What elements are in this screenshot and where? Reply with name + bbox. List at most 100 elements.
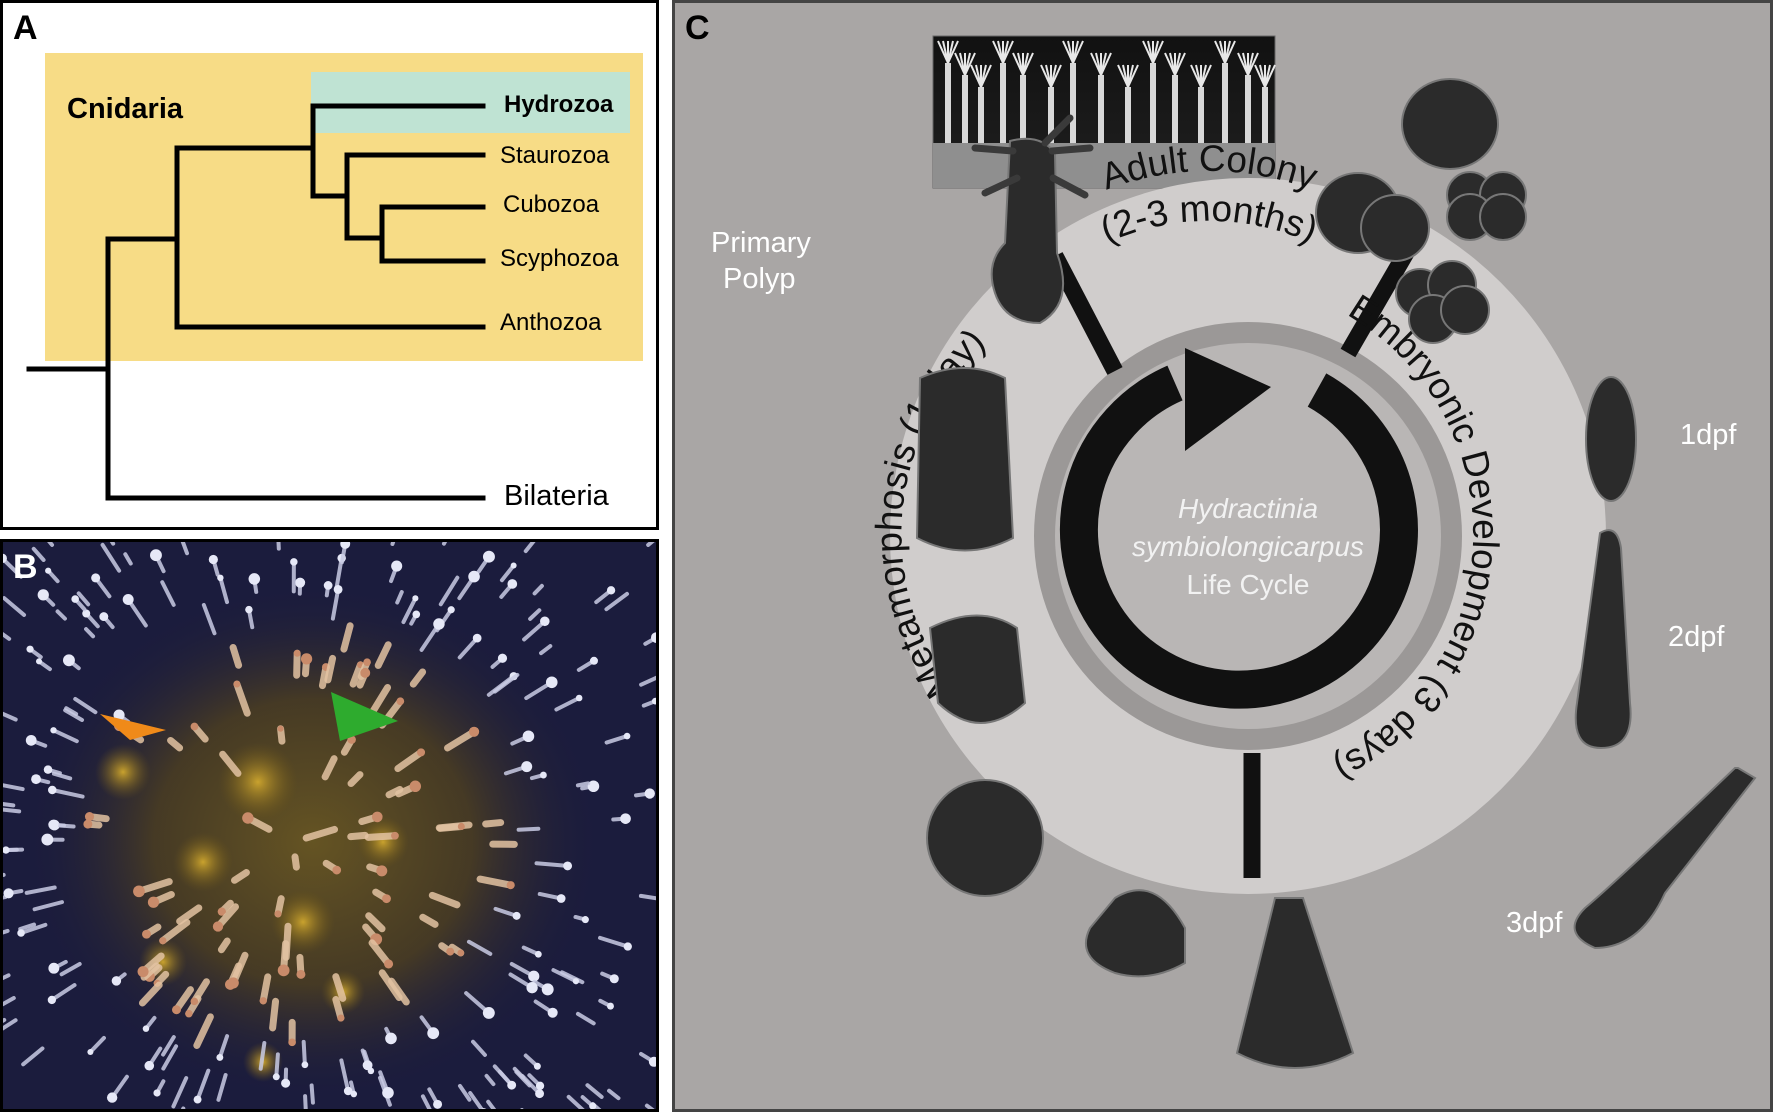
polyp-head xyxy=(447,606,455,614)
polyp-head xyxy=(512,911,521,920)
polyp xyxy=(138,981,163,1007)
polyp xyxy=(19,922,48,936)
polyp-head xyxy=(133,885,145,898)
zygote-specimen xyxy=(1401,78,1499,170)
polyp-head xyxy=(288,1038,296,1047)
panel-b-colony-photo: B xyxy=(0,539,659,1112)
polyp xyxy=(259,973,272,1005)
polyp xyxy=(219,750,242,777)
polyp xyxy=(512,1066,526,1080)
polyp xyxy=(394,748,425,773)
polyp xyxy=(575,781,591,788)
polyp xyxy=(274,1052,280,1079)
polyp-head xyxy=(506,881,515,890)
colony-polyp-tentacle xyxy=(1200,64,1212,88)
polyp-head xyxy=(296,969,306,979)
polyp-head xyxy=(572,978,580,985)
polyp xyxy=(180,542,189,556)
polyp-head xyxy=(122,594,134,605)
polyp-head xyxy=(150,549,162,562)
polyp-head xyxy=(620,813,631,824)
polyp-head xyxy=(433,618,445,630)
elongating-larva xyxy=(1235,897,1355,1069)
polyp xyxy=(64,706,79,716)
primary-polyp-tentacles xyxy=(971,114,1094,199)
polyp-head xyxy=(212,921,224,932)
colony-polyp-tentacle xyxy=(1002,40,1014,64)
polyp-head xyxy=(396,697,405,706)
polyp-head xyxy=(651,697,656,705)
two-cell-embryo xyxy=(1315,172,1430,262)
polyp-head xyxy=(416,748,426,757)
polyp-head xyxy=(332,865,342,875)
polyp-head xyxy=(623,942,632,951)
polyp-head xyxy=(433,1099,443,1109)
polyp-head xyxy=(185,1009,193,1018)
planula-3dpf xyxy=(1573,767,1757,950)
polyp-head xyxy=(41,833,54,846)
polyp xyxy=(374,641,392,669)
panel-c-life-cycle: Hydractinia symbiolongicarpus Life Cycle… xyxy=(672,0,1773,1112)
polyp-head xyxy=(340,542,351,549)
polyp-head xyxy=(3,888,14,899)
polyp xyxy=(607,1088,621,1101)
polyp xyxy=(123,552,133,566)
polyp-head xyxy=(371,811,383,823)
polyp xyxy=(369,684,392,715)
polyp xyxy=(321,755,338,781)
polyp-head xyxy=(91,573,101,583)
polyp-head xyxy=(657,669,659,681)
polyp xyxy=(217,937,231,954)
polyp-head xyxy=(83,819,93,829)
polyp xyxy=(309,1083,315,1105)
polyp xyxy=(420,1094,432,1109)
polyp-head xyxy=(382,1087,394,1099)
polyp xyxy=(638,893,656,901)
adult-colony-photo xyxy=(932,35,1276,189)
polyp-head xyxy=(497,653,508,663)
polyp-head xyxy=(651,632,656,643)
polyp-head xyxy=(446,947,455,956)
polyp xyxy=(436,822,465,832)
polyp xyxy=(457,1083,472,1102)
polyp-head xyxy=(233,680,241,688)
cycle-arrow xyxy=(1059,365,1418,709)
polyp xyxy=(554,696,582,712)
polyp-head xyxy=(25,734,37,746)
polyp xyxy=(585,1083,604,1099)
polyp-head xyxy=(277,964,290,977)
colony-polyp-tentacle xyxy=(1022,52,1034,76)
polyp-head xyxy=(360,667,371,678)
polyp-head xyxy=(363,658,371,666)
polyp-head xyxy=(510,562,517,569)
polyp-head xyxy=(227,977,239,989)
polyp-head xyxy=(333,584,343,594)
polyp xyxy=(301,1039,307,1067)
colony-polyp-tentacle xyxy=(1050,64,1062,88)
polyp xyxy=(55,609,67,621)
polyp-head xyxy=(17,929,25,937)
polyp-head xyxy=(26,645,34,653)
polyp xyxy=(388,977,410,1006)
polyp xyxy=(347,771,364,788)
polyp xyxy=(216,1073,228,1102)
polyp-head xyxy=(545,676,558,689)
green-arrowhead xyxy=(331,692,398,741)
polyp-head xyxy=(48,785,57,795)
species-name-1: Hydractinia xyxy=(1178,493,1318,524)
label-1dpf: 1dpf xyxy=(1680,419,1737,451)
polyp xyxy=(190,978,210,1005)
polyp-head xyxy=(295,577,306,588)
polyp-head xyxy=(190,997,199,1006)
polyp xyxy=(499,563,516,583)
taxon-hydrozoa: Hydrozoa xyxy=(504,91,614,118)
polyp xyxy=(24,885,57,895)
panel-c-label: C xyxy=(685,9,710,47)
polyp-head xyxy=(99,612,109,622)
polyp xyxy=(476,875,515,889)
taxon-staurozoa: Staurozoa xyxy=(500,142,610,169)
polyp-head xyxy=(48,962,60,974)
polyp xyxy=(532,583,544,596)
polyp xyxy=(195,1068,211,1102)
polyp-head xyxy=(609,974,619,984)
